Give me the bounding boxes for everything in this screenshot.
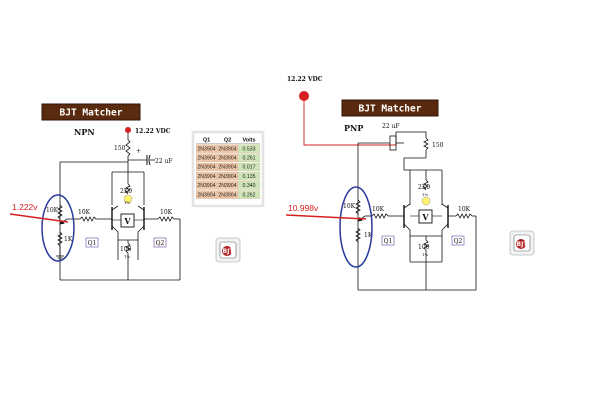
npn-q1-label: Q1 <box>88 240 97 247</box>
table-cell: 0.533 <box>243 146 256 152</box>
table-header-cell: Volts <box>242 138 255 144</box>
npn-cap-plus: + <box>136 148 141 155</box>
pnp-pot-top-label: 10K <box>343 203 356 210</box>
pnp-cap-label: 22 uF <box>382 123 400 130</box>
pnp-r2k0-tol: 1% <box>422 192 429 197</box>
table-cell: 2N3904 <box>218 165 236 171</box>
table-cell: 0.017 <box>243 165 256 171</box>
table-cell: 2N3904 <box>197 192 215 198</box>
npn-q2-box <box>153 237 167 248</box>
table-cell-bg <box>217 144 238 153</box>
table-cell: 2N3904 <box>218 192 236 198</box>
npn-r2k0-label: 2K0 <box>120 188 132 195</box>
npn-r2k0-tol: 1% <box>124 200 131 205</box>
pnp-r2k0-label: 2K0 <box>418 184 430 191</box>
svg-text:BJT: BJT <box>223 248 235 255</box>
table-cell-bg <box>238 162 260 172</box>
pnp-lamp <box>421 196 431 206</box>
pnp-supply-label: 12.22 VDC <box>287 76 323 83</box>
table-cell-bg <box>238 172 260 181</box>
pnp-q1-box <box>381 235 395 246</box>
svg-text:BJT: BJT <box>517 241 529 248</box>
table-cell-bg <box>238 144 260 153</box>
npn-banner: BJT Matcher <box>41 103 141 121</box>
table-cell-bg <box>196 144 217 153</box>
pnp-rbase-left-label: 10K <box>372 206 385 213</box>
npn-q1-box <box>85 237 99 248</box>
npn-banner-title: BJT Matcher <box>60 108 123 119</box>
pnp-voltmeter-label: V <box>421 212 429 222</box>
table-cell: 2N3904 <box>197 174 215 180</box>
pnp-probe-voltage: 10.998v <box>288 203 319 213</box>
table-cell-bg <box>238 181 260 190</box>
npn-r100-tol: 1% <box>124 254 131 259</box>
table-cell: 2N3904 <box>218 174 236 180</box>
pnp-q2-box <box>451 235 465 246</box>
npn-r100-label: 100 <box>120 246 132 253</box>
table-header-cell: Q2 <box>224 138 231 144</box>
table-cell: 0.261 <box>243 156 256 162</box>
pnp-type-label: PNP <box>344 123 363 133</box>
npn-cap-label: 22 uF <box>155 158 173 165</box>
pnp-q2-label: Q2 <box>454 238 463 245</box>
app-icon-left[interactable]: BJT <box>215 237 241 263</box>
table-cell: 2N3904 <box>197 165 215 171</box>
pnp-banner-title: BJT Matcher <box>359 104 422 115</box>
npn-supply-node <box>125 127 131 133</box>
npn-voltmeter <box>120 213 135 228</box>
npn-rbase-left-label: 10K <box>78 209 91 216</box>
pnp-r100-tol: 1% <box>422 252 429 257</box>
pnp-r150-label: 150 <box>432 142 444 149</box>
pnp-supply-node <box>299 91 309 101</box>
npn-pot-top-label: 10K <box>46 207 59 214</box>
npn-type-label: NPN <box>74 127 95 137</box>
table-cell-bg <box>196 172 217 181</box>
pnp-circuit: 12.22 VDC BJT Matcher PNP 22 uF 150 2K0 … <box>285 76 477 291</box>
pnp-rbase-right-label: 10K <box>458 206 471 213</box>
pnp-pot-highlight <box>339 186 373 268</box>
app-icon-right[interactable]: BJT <box>509 230 535 256</box>
table-cell-bg <box>217 181 238 190</box>
table-cell: 2N3904 <box>197 183 215 189</box>
table-cell-bg <box>196 162 217 172</box>
table-cell: 2N3904 <box>218 156 236 162</box>
pnp-r100-label: 100 <box>418 244 430 251</box>
npn-voltmeter-label: V <box>123 216 131 226</box>
npn-probe-voltage: 1.222v <box>12 202 38 212</box>
table-cell-bg <box>196 181 217 190</box>
npn-rbase-right-label: 10K <box>160 209 173 216</box>
npn-lamp <box>123 194 133 204</box>
npn-circuit: BJT Matcher NPN 12.22 VDC 150 + 22 uF 2K… <box>9 103 181 281</box>
table-cell-bg <box>217 172 238 181</box>
table-cell: 0.135 <box>243 174 256 180</box>
table-cell: 2N3904 <box>218 183 236 189</box>
table-cell: 0.262 <box>243 192 256 198</box>
table-cell-bg <box>217 162 238 172</box>
table-cell-bg <box>196 190 217 199</box>
table-cell-bg <box>217 153 238 162</box>
npn-probe-line <box>9 213 69 223</box>
table-cell-bg <box>196 153 217 162</box>
npn-pot-bottom-label: 1K <box>64 236 73 243</box>
npn-r150-label: 150 <box>114 145 126 152</box>
table-cell: 2N3904 <box>197 146 215 152</box>
npn-supply-label: 12.22 VDC <box>135 128 171 135</box>
pnp-banner: BJT Matcher <box>341 99 439 117</box>
pnp-voltmeter <box>418 209 433 224</box>
table-cell-bg <box>217 190 238 199</box>
table-header-cell: Q1 <box>203 138 210 144</box>
npn-pot-highlight <box>41 194 75 262</box>
table-cell: 2N3904 <box>197 156 215 162</box>
table-cell-bg <box>238 190 260 199</box>
pnp-pot-bottom-label: 1K <box>364 232 373 239</box>
pnp-q1-label: Q1 <box>384 238 393 245</box>
table-cell: 2N3904 <box>218 146 236 152</box>
table-cell: 0.340 <box>243 183 256 189</box>
table-cell-bg <box>238 153 260 162</box>
npn-q2-label: Q2 <box>156 240 165 247</box>
pnp-probe-line <box>285 214 367 220</box>
